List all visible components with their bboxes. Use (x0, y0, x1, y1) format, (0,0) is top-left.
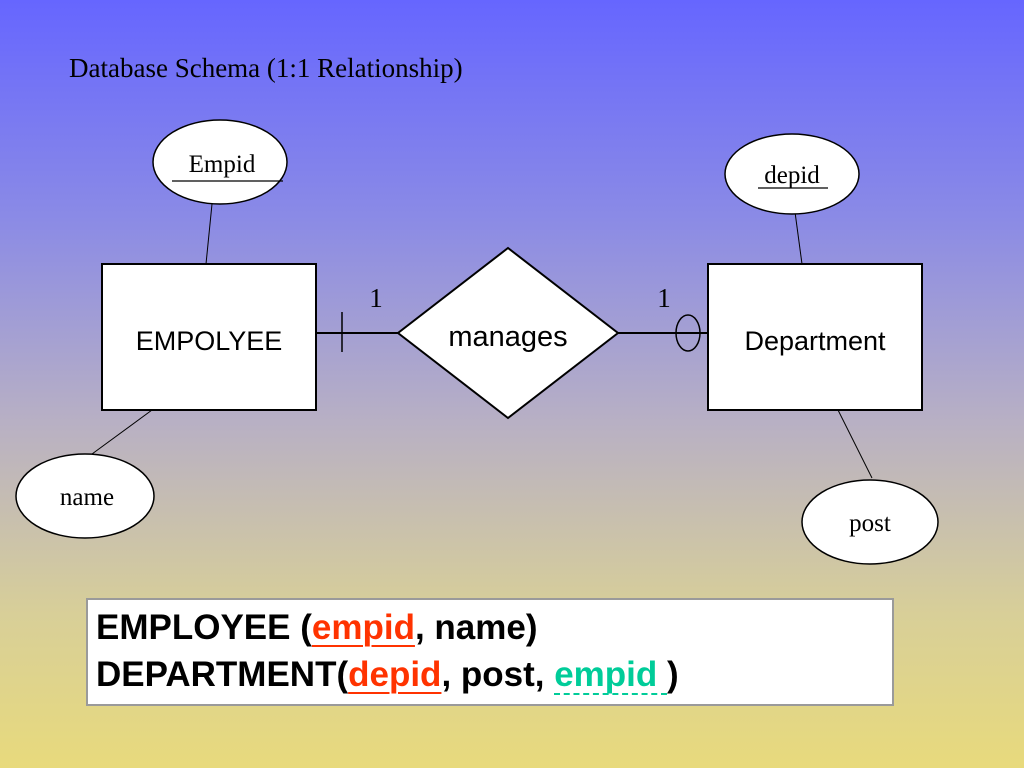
empid-attribute-label: Empid (189, 151, 256, 178)
employee-entity (101, 263, 317, 411)
empid-connector (205, 203, 213, 265)
department-entity (707, 263, 923, 411)
post-attribute-label: post (849, 510, 891, 537)
relational-schema-box (86, 598, 894, 706)
name-connector (91, 409, 153, 455)
department-columns: , post, (441, 655, 555, 694)
employee-entity-label: EMPOLYEE (136, 326, 283, 356)
employee-schema: EMPLOYEE (empid, name) (96, 608, 538, 648)
name-attribute-label: name (60, 484, 114, 511)
department-schema-end: ) (667, 655, 679, 694)
department-table-name: DEPARTMENT( (96, 655, 349, 694)
manages-relationship (396, 246, 620, 420)
diagram-title: Database Schema (1:1 Relationship) (69, 53, 463, 83)
department-entity-label: Department (744, 326, 886, 356)
department-foreign-key: empid (554, 655, 668, 694)
department-primary-key: depid (348, 655, 442, 694)
depid-attribute-label: depid (764, 162, 820, 189)
depid-connector (794, 211, 803, 265)
department-schema: DEPARTMENT(depid, post, empid ) (96, 655, 679, 695)
name-attribute (15, 453, 155, 539)
employee-table-name: EMPLOYEE ( (96, 608, 312, 647)
manages-relationship-label: manages (448, 321, 567, 353)
optional-circle (675, 314, 701, 352)
post-connector (837, 409, 873, 479)
depid-attribute (724, 133, 860, 215)
employee-columns: , name) (414, 608, 538, 647)
cardinality-right: 1 (657, 283, 671, 313)
employee-primary-key: empid (311, 608, 415, 647)
er-diagram: EMPOLYEE Department manages 1 1 Empid de… (15, 119, 939, 565)
cardinality-left: 1 (369, 283, 383, 313)
empid-attribute (152, 119, 288, 205)
post-attribute (801, 479, 939, 565)
